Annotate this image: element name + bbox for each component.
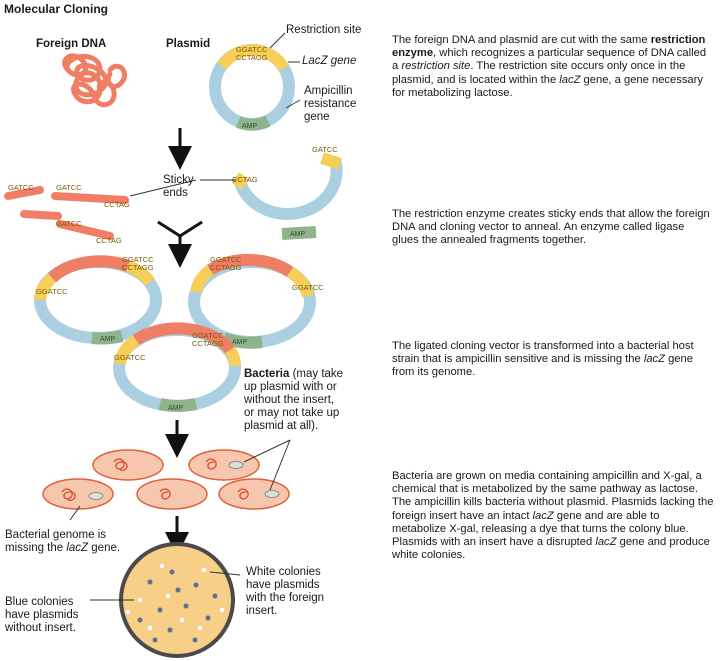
svg-text:CCTAGG: CCTAGG [192,339,224,348]
seq-top: GGATCC [236,45,268,54]
foreign-dna-tangle [62,53,128,108]
foreign-fragments [4,186,129,240]
recombinant-plasmid-left: GGATCC CCTAGG GGATCC AMP [34,255,162,345]
svg-text:CCTAGG: CCTAGG [122,263,154,272]
recombinant-plasmid-center: GGATCC CCTAGG GGATCC AMP [113,322,241,412]
amp-label: AMP [242,123,258,130]
seq-bottom: CCTAGG [236,53,268,62]
svg-text:CCTAGG: CCTAGG [210,263,242,272]
cloning-diagram: GGATCC CCTAGG AMP GATCC GATCC CCTAG GATC… [4,32,343,658]
step3-description: The ligated cloning vector is transforme… [392,340,694,379]
svg-text:GGATCC: GGATCC [36,287,68,296]
svg-text:GGATCC: GGATCC [192,331,224,340]
petri-plate [90,542,241,658]
svg-text:GGATCC: GGATCC [114,353,146,362]
svg-text:GATCC: GATCC [56,183,82,192]
svg-text:CCTAG: CCTAG [96,236,122,245]
svg-text:AMP: AMP [290,231,306,238]
svg-text:GGATCC: GGATCC [292,283,324,292]
bacteria-label: Bacteria (may take up plasmid with or wi… [244,368,344,432]
svg-text:CCTAG: CCTAG [232,175,258,184]
svg-text:GGATCC: GGATCC [122,255,154,264]
plasmid-cut: GATCC CCTAG AMP [129,145,343,240]
restriction-site-label: Restriction site [286,24,362,36]
step1-description: The foreign DNA and plasmid are cut with… [392,34,707,99]
bacterial-genome-label: Bacterial genome is missing the lacZ gen… [5,529,121,554]
svg-text:CCTAG: CCTAG [104,200,130,209]
svg-text:AMP: AMP [168,405,184,412]
foreign-dna-label: Foreign DNA [36,38,107,50]
svg-text:GATCC: GATCC [8,183,34,192]
lacz-gene-label: LacZ gene [302,55,357,67]
bacteria-cells [42,439,291,521]
page-title: Molecular Cloning [4,2,109,16]
svg-text:AMP: AMP [100,336,116,343]
plasmid-label: Plasmid [166,38,211,50]
svg-text:GATCC: GATCC [56,219,82,228]
step4-description: Bacteria are grown on media containing a… [392,470,714,562]
step2-description: The restriction enzyme creates sticky en… [392,208,710,247]
fragment-sequences: GATCC GATCC CCTAG GATCC CCTAG [8,183,130,245]
svg-text:AMP: AMP [232,339,248,346]
svg-text:GATCC: GATCC [312,145,338,154]
plasmid-top: GGATCC CCTAGG AMP [209,32,301,131]
merge-arrow [157,220,203,268]
svg-text:GGATCC: GGATCC [210,255,242,264]
